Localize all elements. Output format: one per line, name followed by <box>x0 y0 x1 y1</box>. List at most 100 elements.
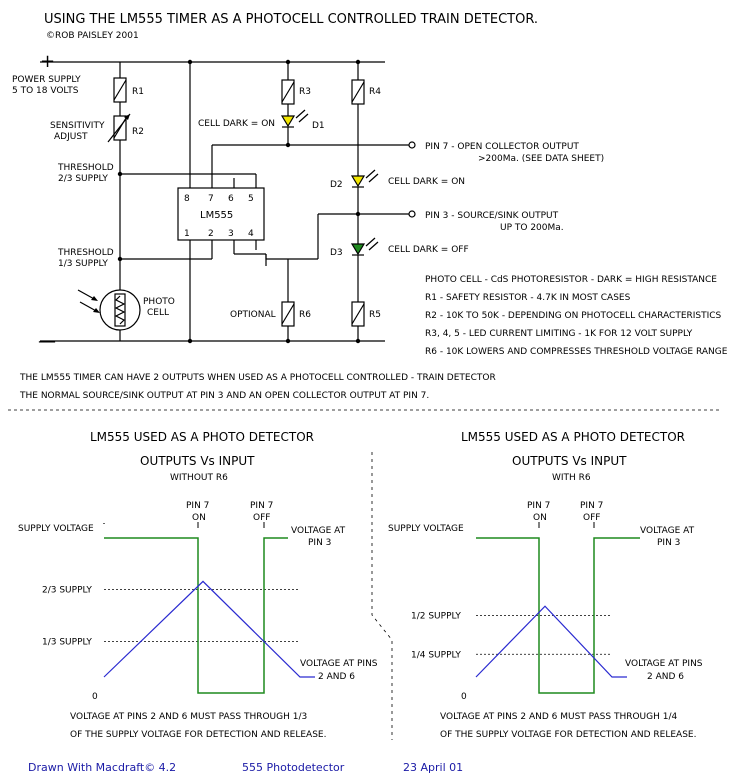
r6-label: R6 <box>299 310 311 320</box>
lm555-chip <box>177 187 265 241</box>
graph-with-r6: LM555 USED AS A PHOTO DETECTOR OUTPUTS V… <box>388 430 703 740</box>
pin3-voltage-label-1: VOLTAGE AT <box>640 526 695 536</box>
graph-caption: VOLTAGE AT PINS 2 AND 6 MUST PASS THROUG… <box>70 712 307 722</box>
photocell-zigzag-icon <box>114 295 126 325</box>
upper-threshold-label: 2/3 SUPPLY <box>42 586 92 596</box>
led-d3 <box>350 243 366 256</box>
pins26-input-trace <box>103 580 315 678</box>
pin7-off-label-1: PIN 7 <box>580 501 603 511</box>
optional-label: OPTIONAL <box>230 310 276 320</box>
description-line: THE LM555 TIMER CAN HAVE 2 OUTPUTS WHEN … <box>19 373 496 383</box>
footer-drawn-with: Drawn With Macdraft© 4.2 <box>28 761 176 774</box>
power-supply-label-1: POWER SUPPLY <box>12 75 81 85</box>
graph-caption: VOLTAGE AT PINS 2 AND 6 MUST PASS THROUG… <box>440 712 678 722</box>
footer-document-name: 555 Photodetector <box>242 761 345 774</box>
graph-title: LM555 USED AS A PHOTO DETECTOR <box>90 430 314 444</box>
graph-caption: OF THE SUPPLY VOLTAGE FOR DETECTION AND … <box>70 730 326 740</box>
description-line: THE NORMAL SOURCE/SINK OUTPUT AT PIN 3 A… <box>19 391 429 401</box>
pins26-voltage-label-1: VOLTAGE AT PINS <box>625 659 703 669</box>
page-title: USING THE LM555 TIMER AS A PHOTOCELL CON… <box>44 12 538 27</box>
d3-label: D3 <box>330 248 343 258</box>
pin-5-number: 5 <box>248 194 254 204</box>
graph-caption: OF THE SUPPLY VOLTAGE FOR DETECTION AND … <box>440 730 696 740</box>
zero-label: 0 <box>461 692 467 702</box>
pin-8-number: 8 <box>184 194 190 204</box>
led-emit-arrow-icon <box>298 113 309 123</box>
r5-label: R5 <box>369 310 381 320</box>
pin7-output-terminal <box>408 141 416 149</box>
photocell-label-2: CELL <box>147 308 169 318</box>
led-emit-arrow-icon <box>368 173 379 183</box>
pin-4-number: 4 <box>248 229 254 239</box>
threshold-low-label-2: 1/3 SUPPLY <box>58 259 108 269</box>
sensitivity-label-2: ADJUST <box>54 132 88 142</box>
r4-label: R4 <box>369 87 381 97</box>
pin-1-number: 1 <box>184 229 190 239</box>
upper-threshold-label: 1/2 SUPPLY <box>411 612 461 622</box>
lower-threshold-label: 1/4 SUPPLY <box>411 650 461 660</box>
pin3-voltage-label-1: VOLTAGE AT <box>291 526 346 536</box>
d1-note: CELL DARK = ON <box>198 119 275 129</box>
pin7-off-label-2: OFF <box>253 513 270 523</box>
power-supply-label-2: 5 TO 18 VOLTS <box>12 86 79 96</box>
led-emit-arrow-icon <box>295 109 306 119</box>
led-d2 <box>350 175 366 188</box>
pin-7-number: 7 <box>208 194 214 204</box>
graph-divider <box>371 452 393 740</box>
graph-without-r6: LM555 USED AS A PHOTO DETECTOR OUTPUTS V… <box>18 430 378 740</box>
r2-label: R2 <box>132 127 144 137</box>
pin3-output-trace <box>476 537 640 694</box>
note-line: R6 - 10K LOWERS AND COMPRESSES THRESHOLD… <box>425 347 728 357</box>
graph-condition: WITHOUT R6 <box>170 473 228 483</box>
pin3-output-label: PIN 3 - SOURCE/SINK OUTPUT <box>425 211 559 221</box>
pin7-on-label-1: PIN 7 <box>527 501 550 511</box>
threshold-high-label-2: 2/3 SUPPLY <box>58 174 108 184</box>
pin7-on-label-2: ON <box>533 513 547 523</box>
note-line: R1 - SAFETY RESISTOR - 4.7K IN MOST CASE… <box>425 293 631 303</box>
note-line: R2 - 10K TO 50K - DEPENDING ON PHOTOCELL… <box>425 311 722 321</box>
chip-label: LM555 <box>200 210 233 221</box>
d1-label: D1 <box>312 121 325 131</box>
pin-2-number: 2 <box>208 229 214 239</box>
pin3-voltage-label-2: PIN 3 <box>657 538 680 548</box>
pin7-output-label: PIN 7 - OPEN COLLECTOR OUTPUT <box>425 142 579 152</box>
photocell-label-1: PHOTO <box>143 297 175 307</box>
component-notes: PHOTO CELL - CdS PHOTORESISTOR - DARK = … <box>425 275 728 357</box>
footer-date: 23 April 01 <box>403 761 463 774</box>
sensitivity-label-1: SENSITIVITY <box>50 121 105 131</box>
led-emit-arrow-icon <box>368 241 379 251</box>
pin7-on-label-1: PIN 7 <box>186 501 209 511</box>
graph-subtitle: OUTPUTS Vs INPUT <box>140 454 255 468</box>
threshold-low-label-1: THRESHOLD <box>57 248 114 258</box>
led-d1 <box>280 115 296 128</box>
copyright: ©ROB PAISLEY 2001 <box>46 31 139 41</box>
pin-6-number: 6 <box>228 194 234 204</box>
pin7-output-note: >200Ma. (SEE DATA SHEET) <box>478 154 604 164</box>
lower-threshold-label: 1/3 SUPPLY <box>42 637 92 647</box>
led-emit-arrow-icon <box>365 169 376 179</box>
graph-condition: WITH R6 <box>552 473 591 483</box>
pin3-output-trace <box>104 537 288 694</box>
r3-label: R3 <box>299 87 311 97</box>
note-line: PHOTO CELL - CdS PHOTORESISTOR - DARK = … <box>425 275 717 285</box>
d2-note: CELL DARK = ON <box>388 177 465 187</box>
graph-title: LM555 USED AS A PHOTO DETECTOR <box>461 430 685 444</box>
d2-label: D2 <box>330 180 343 190</box>
pin3-output-terminal <box>408 210 416 218</box>
pins26-input-trace <box>475 605 627 678</box>
pin3-voltage-label-2: PIN 3 <box>308 538 331 548</box>
supply-voltage-label: SUPPLY VOLTAGE <box>388 524 464 534</box>
d3-note: CELL DARK = OFF <box>388 245 469 255</box>
pin7-off-label-1: PIN 7 <box>250 501 273 511</box>
pins26-voltage-label-1: VOLTAGE AT PINS <box>300 659 378 669</box>
pin7-on-label-2: ON <box>192 513 206 523</box>
pins26-voltage-label-2: 2 AND 6 <box>318 672 355 682</box>
pin-3-number: 3 <box>228 229 234 239</box>
r1-label: R1 <box>132 87 144 97</box>
supply-voltage-label: SUPPLY VOLTAGE <box>18 524 94 534</box>
pin7-off-label-2: OFF <box>583 513 600 523</box>
led-emit-arrow-icon <box>365 237 376 247</box>
pin3-output-note: UP TO 200Ma. <box>500 223 564 233</box>
graph-subtitle: OUTPUTS Vs INPUT <box>512 454 627 468</box>
